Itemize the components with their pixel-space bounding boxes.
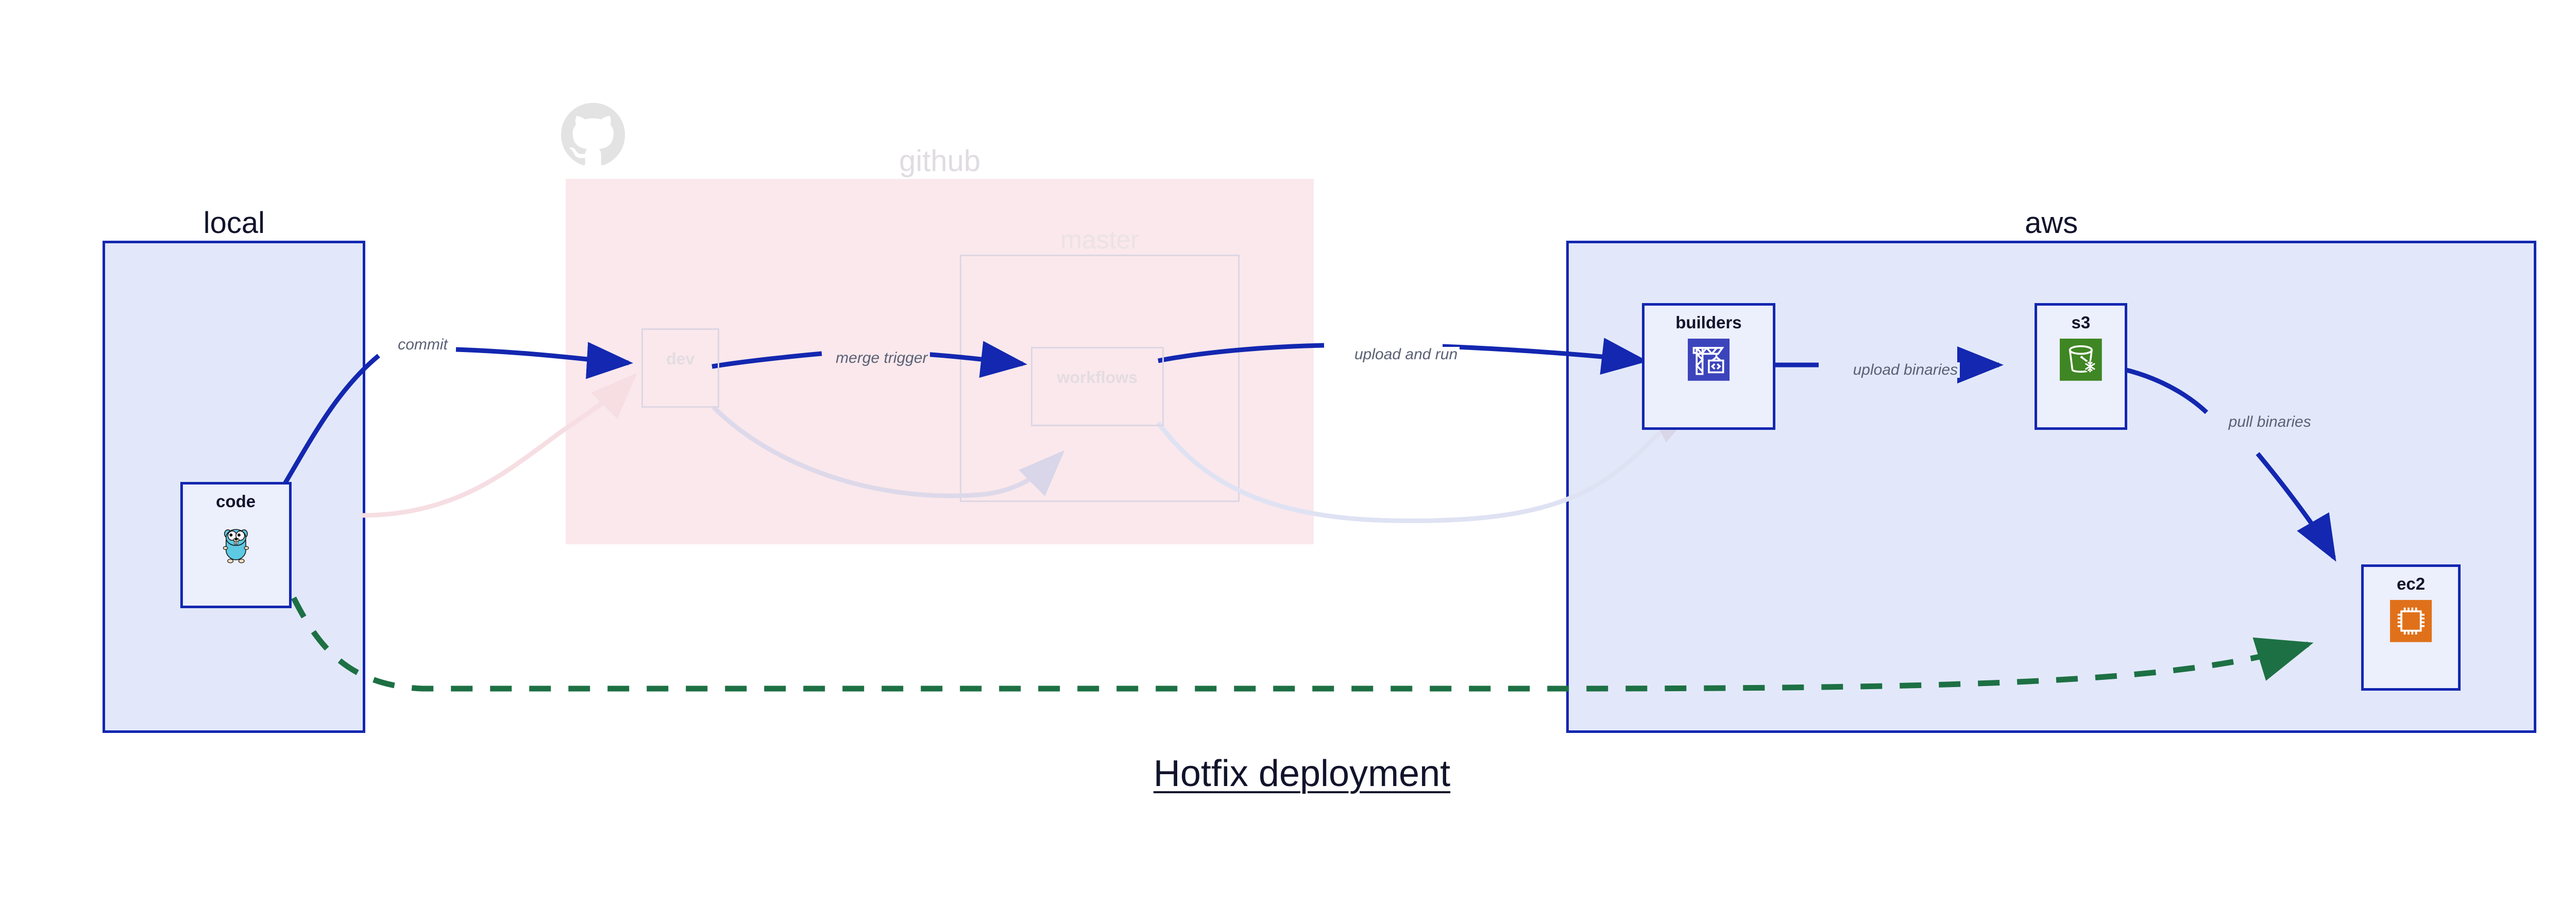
edge-label-merge-trigger: merge trigger [834, 350, 930, 366]
edge-label-pull-binaries: pull binaries [2226, 414, 2313, 430]
aws-s3-icon [2059, 339, 2102, 381]
group-aws-label: aws [2025, 206, 2078, 240]
node-workflows-label: workflows [1057, 368, 1138, 387]
go-gopher-icon [217, 517, 255, 568]
aws-codebuild-icon [1687, 339, 1730, 381]
node-workflows[interactable]: workflows [1030, 347, 1164, 427]
edge-label-upload-binaries: upload binaries [1851, 362, 1960, 378]
diagram-title: Hotfix deployment [1153, 753, 1451, 794]
node-dev-label: dev [666, 349, 695, 369]
node-builders[interactable]: builders [1642, 303, 1775, 430]
node-code[interactable]: code [180, 481, 292, 609]
edge-label-upload-and-run: upload and run [1352, 347, 1460, 363]
edge-label-commit: commit [396, 337, 450, 353]
node-s3-label: s3 [2071, 313, 2091, 332]
github-octocat-icon [561, 99, 625, 170]
group-github-label: github [899, 144, 981, 178]
node-s3[interactable]: s3 [2034, 303, 2127, 430]
node-ec2-label: ec2 [2397, 574, 2426, 594]
node-dev[interactable]: dev [641, 328, 719, 408]
aws-ec2-icon [2389, 600, 2432, 642]
node-code-label: code [216, 491, 256, 511]
group-master-label: master [1060, 225, 1140, 254]
node-ec2[interactable]: ec2 [2361, 564, 2461, 691]
group-local-label: local [203, 206, 265, 240]
node-builders-label: builders [1675, 313, 1742, 332]
group-master [960, 254, 1240, 503]
